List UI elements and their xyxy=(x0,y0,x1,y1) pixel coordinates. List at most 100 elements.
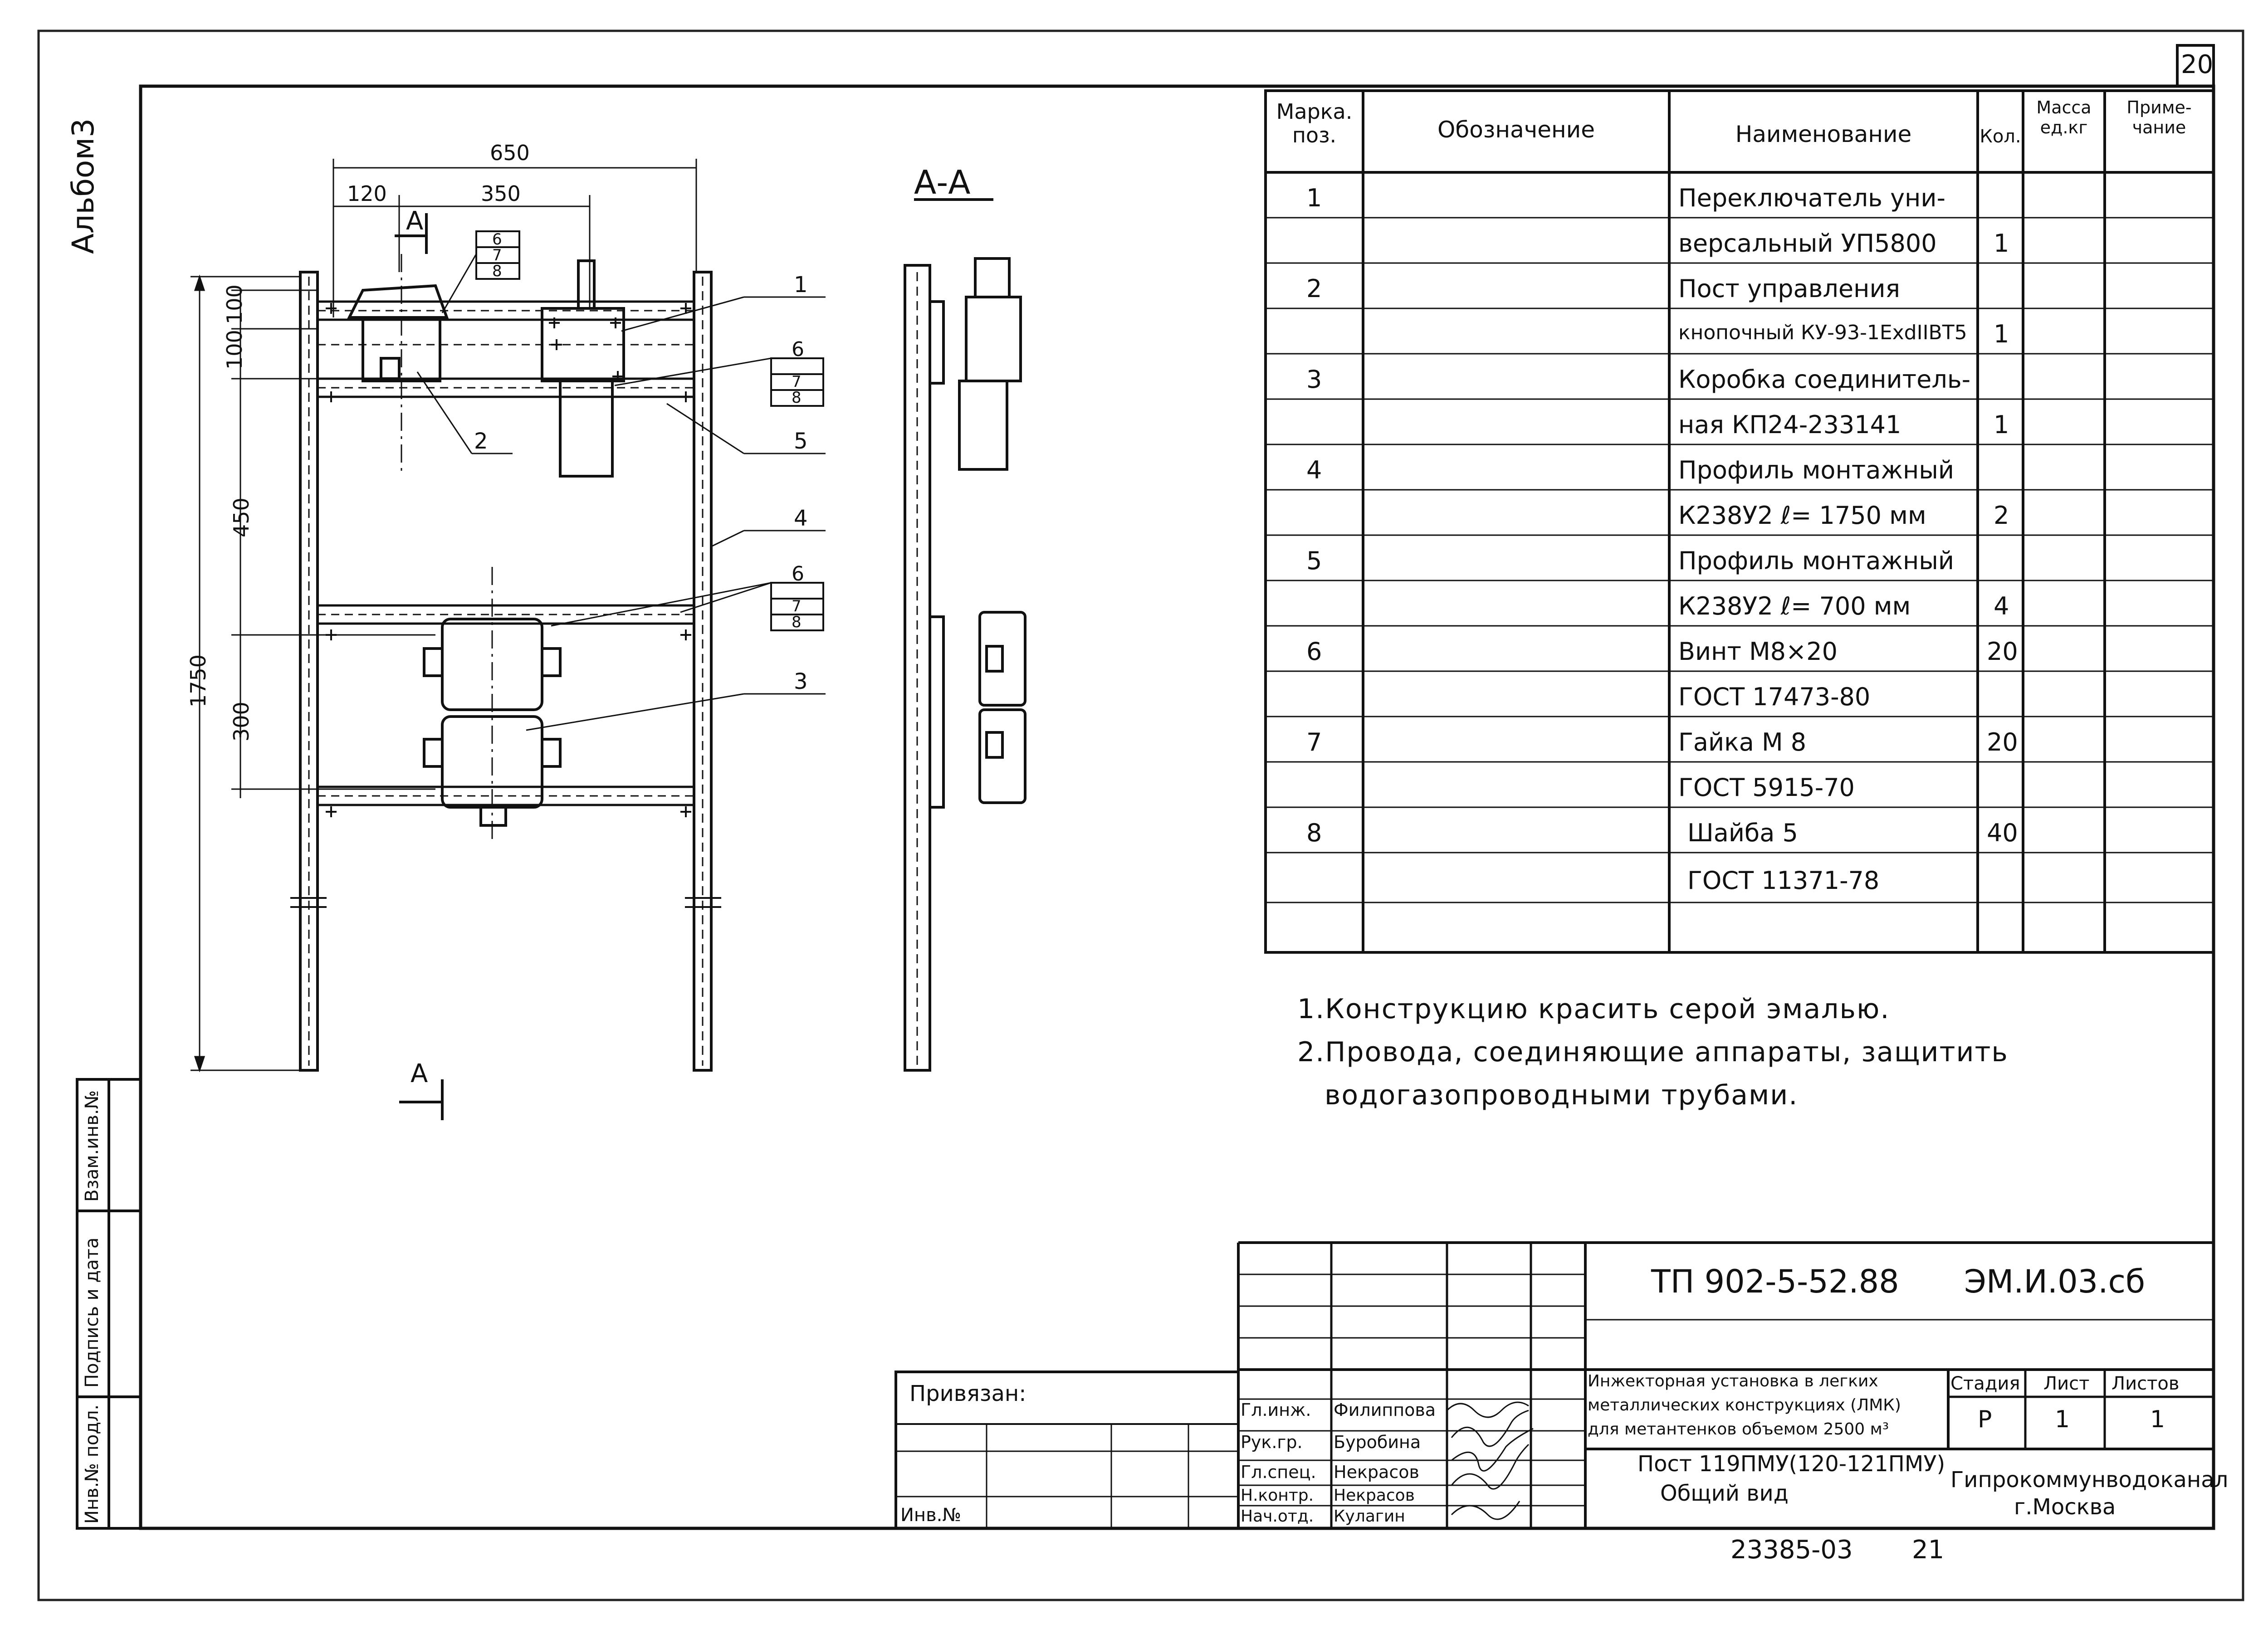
sheets-value: 1 xyxy=(2150,1406,2165,1433)
callout-box2-6: 6 xyxy=(792,338,804,361)
side-label-podpis: Подпись и дата xyxy=(82,1237,103,1388)
signer-name: Некрасов xyxy=(1334,1486,1415,1505)
signer-name: Буробина xyxy=(1334,1432,1421,1452)
callout-box3-8: 8 xyxy=(792,613,802,631)
callout-5: 5 xyxy=(794,429,808,454)
spec-row-name: ГОСТ 5915-70 xyxy=(1678,773,1855,802)
spec-row-qty: 1 xyxy=(1994,229,2009,258)
sheet-number-box xyxy=(2176,44,2215,88)
stage-value: Р xyxy=(1978,1406,1992,1433)
album-label: Альбом3 xyxy=(66,118,101,254)
leader-lines xyxy=(416,254,826,731)
note-1: 1.Конструкцию красить серой эмалью. xyxy=(1297,993,1890,1025)
left-profile xyxy=(299,271,319,1072)
callout-1: 1 xyxy=(794,272,808,298)
callout-box2-8: 8 xyxy=(792,389,802,407)
spec-row-qty: 2 xyxy=(1994,501,2009,530)
spec-row-name: Профиль монтажный xyxy=(1678,546,1955,575)
spec-row-mark: 8 xyxy=(1306,819,1322,847)
spec-header-note: Приме- чание xyxy=(2126,98,2192,137)
signer-role: Нач.отд. xyxy=(1241,1507,1314,1526)
spec-row-mark: 4 xyxy=(1306,456,1322,484)
spec-header-mass: Масса ед.кг xyxy=(2036,98,2092,137)
spec-row-qty: 40 xyxy=(1987,819,2018,847)
spec-row-name: версальный УП5800 xyxy=(1678,229,1937,258)
main-view xyxy=(290,254,721,1072)
spec-row-mark: 3 xyxy=(1306,365,1322,394)
spec-row-name: Пост управления xyxy=(1678,274,1901,303)
callout-box1-6: 6 xyxy=(492,230,502,249)
dim-100-bottom: 100 xyxy=(222,330,247,370)
spec-header-mark: Марка. поз. xyxy=(1276,99,1353,147)
sheet-value: 1 xyxy=(2055,1406,2070,1433)
inv-no-label: Инв.№ xyxy=(900,1505,961,1526)
spec-row-name: К238У2 ℓ= 1750 мм xyxy=(1678,501,1926,530)
sheet-number: 20 xyxy=(2181,50,2214,79)
callout-box2-7: 7 xyxy=(792,373,802,391)
spec-row-name: кнопочный КУ-93-1ExdIIBT5 xyxy=(1678,321,1967,344)
spec-row-name: Переключатель уни- xyxy=(1678,184,1945,212)
callout-box3-7: 7 xyxy=(792,597,802,615)
dim-300: 300 xyxy=(229,702,254,741)
dim-450: 450 xyxy=(229,498,254,537)
signer-role: Гл.инж. xyxy=(1241,1400,1311,1420)
note-2: 2.Провода, соединяющие аппараты, защитит… xyxy=(1297,1036,2009,1068)
side-label-vzam: Взам.инв.№ xyxy=(82,1090,103,1202)
organization-line-1: Гипрокоммунводоканал xyxy=(1950,1467,2229,1493)
signer-name: Кулагин xyxy=(1334,1507,1405,1526)
spec-row-mark: 5 xyxy=(1306,546,1322,575)
spec-row-mark: 6 xyxy=(1306,637,1322,666)
control-post-lower xyxy=(559,380,614,478)
sheets-label: Листов xyxy=(2112,1373,2180,1394)
callout-box1-8: 8 xyxy=(492,262,502,280)
signer-role: Гл.спец. xyxy=(1241,1462,1316,1482)
spec-header-designation: Обозначение xyxy=(1437,117,1595,143)
archive-page: 21 xyxy=(1912,1535,1945,1565)
spec-row-name: Коробка соединитель- xyxy=(1678,365,1971,394)
spec-row-lines xyxy=(1266,217,2214,903)
spec-row-name: ная КП24-233141 xyxy=(1678,410,1901,439)
doc-suffix: ЭМ.И.03.сб xyxy=(1964,1263,2146,1300)
callout-2: 2 xyxy=(474,429,488,454)
project-title-line-3: для метантенков объемом 2500 м³ xyxy=(1588,1420,1889,1439)
stage-label: Стадия xyxy=(1950,1373,2020,1394)
dim-120: 120 xyxy=(347,181,387,206)
spec-header-name: Наименование xyxy=(1735,121,1912,147)
signer-name: Некрасов xyxy=(1334,1462,1419,1482)
archive-number: 23385-03 xyxy=(1730,1535,1853,1565)
cut-mark-bottom: А xyxy=(411,1059,428,1088)
dim-650: 650 xyxy=(490,141,530,165)
section-aa-view xyxy=(904,198,1026,1072)
side-label-inv-podl: Инв.№ подл. xyxy=(82,1404,103,1524)
spec-row-qty: 20 xyxy=(1987,637,2018,666)
project-title-line-2: металлических конструкциях (ЛМК) xyxy=(1588,1396,1901,1415)
spec-row-mark: 7 xyxy=(1306,728,1322,756)
right-profile xyxy=(693,271,713,1072)
spec-row-name: К238У2 ℓ= 700 мм xyxy=(1678,592,1911,620)
sheet-label: Лист xyxy=(2043,1373,2090,1394)
signer-role: Рук.гр. xyxy=(1241,1432,1303,1452)
callout-box1-7: 7 xyxy=(492,246,502,264)
spec-table-grid xyxy=(1264,89,2215,954)
dim-350: 350 xyxy=(481,181,521,206)
organization-line-2: г.Москва xyxy=(2014,1494,2116,1520)
signer-name: Филиппова xyxy=(1334,1400,1436,1420)
spec-row-name: Гайка M 8 xyxy=(1678,728,1807,756)
spec-row-qty: 1 xyxy=(1994,410,2009,439)
callout-boxes xyxy=(475,230,824,631)
note-3: водогазопроводными трубами. xyxy=(1325,1079,1799,1111)
dim-1750: 1750 xyxy=(186,654,210,707)
sheet-subtitle-line-1: Пост 119ПМУ(120-121ПМУ) xyxy=(1637,1451,1945,1477)
spec-row-qty: 20 xyxy=(1987,728,2018,756)
spec-row-qty: 1 xyxy=(1994,320,2009,348)
project-title-line-1: Инжекторная установка в легких xyxy=(1588,1372,1878,1390)
outer-border xyxy=(37,29,2244,1601)
side-stamp xyxy=(76,1078,142,1530)
spec-row-qty: 4 xyxy=(1994,592,2009,620)
dimension-lines xyxy=(191,159,697,1073)
callout-3: 3 xyxy=(794,669,808,694)
privyazan-label: Привязан: xyxy=(909,1381,1026,1406)
spec-row-name: ГОСТ 11371-78 xyxy=(1687,866,1880,895)
